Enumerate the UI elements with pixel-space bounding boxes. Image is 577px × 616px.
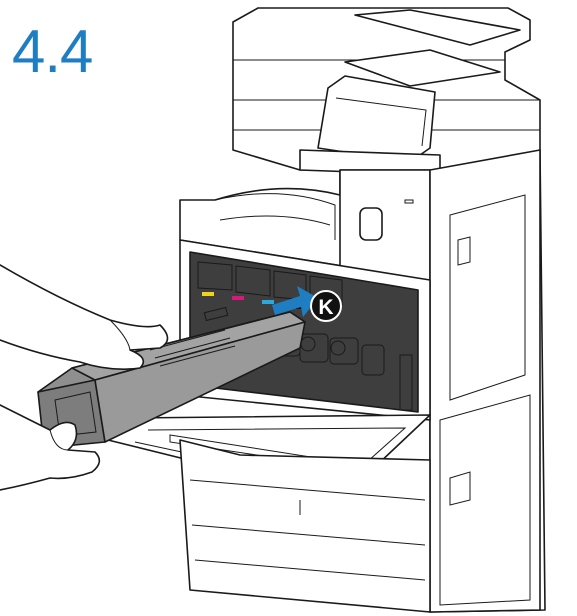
control-panel (299, 75, 441, 176)
right-hand-icon (0, 404, 101, 491)
magenta-slot-label (232, 296, 244, 300)
badge-letter: K (318, 296, 333, 319)
arrow-right-icon (272, 286, 318, 317)
yellow-slot-label (202, 292, 214, 296)
step-number: 4.4 (12, 18, 93, 85)
paper-tray-cabinet (179, 439, 431, 613)
cyan-slot-label (262, 300, 274, 304)
left-hand-icon (0, 264, 169, 370)
black-toner-badge: K (310, 290, 342, 322)
